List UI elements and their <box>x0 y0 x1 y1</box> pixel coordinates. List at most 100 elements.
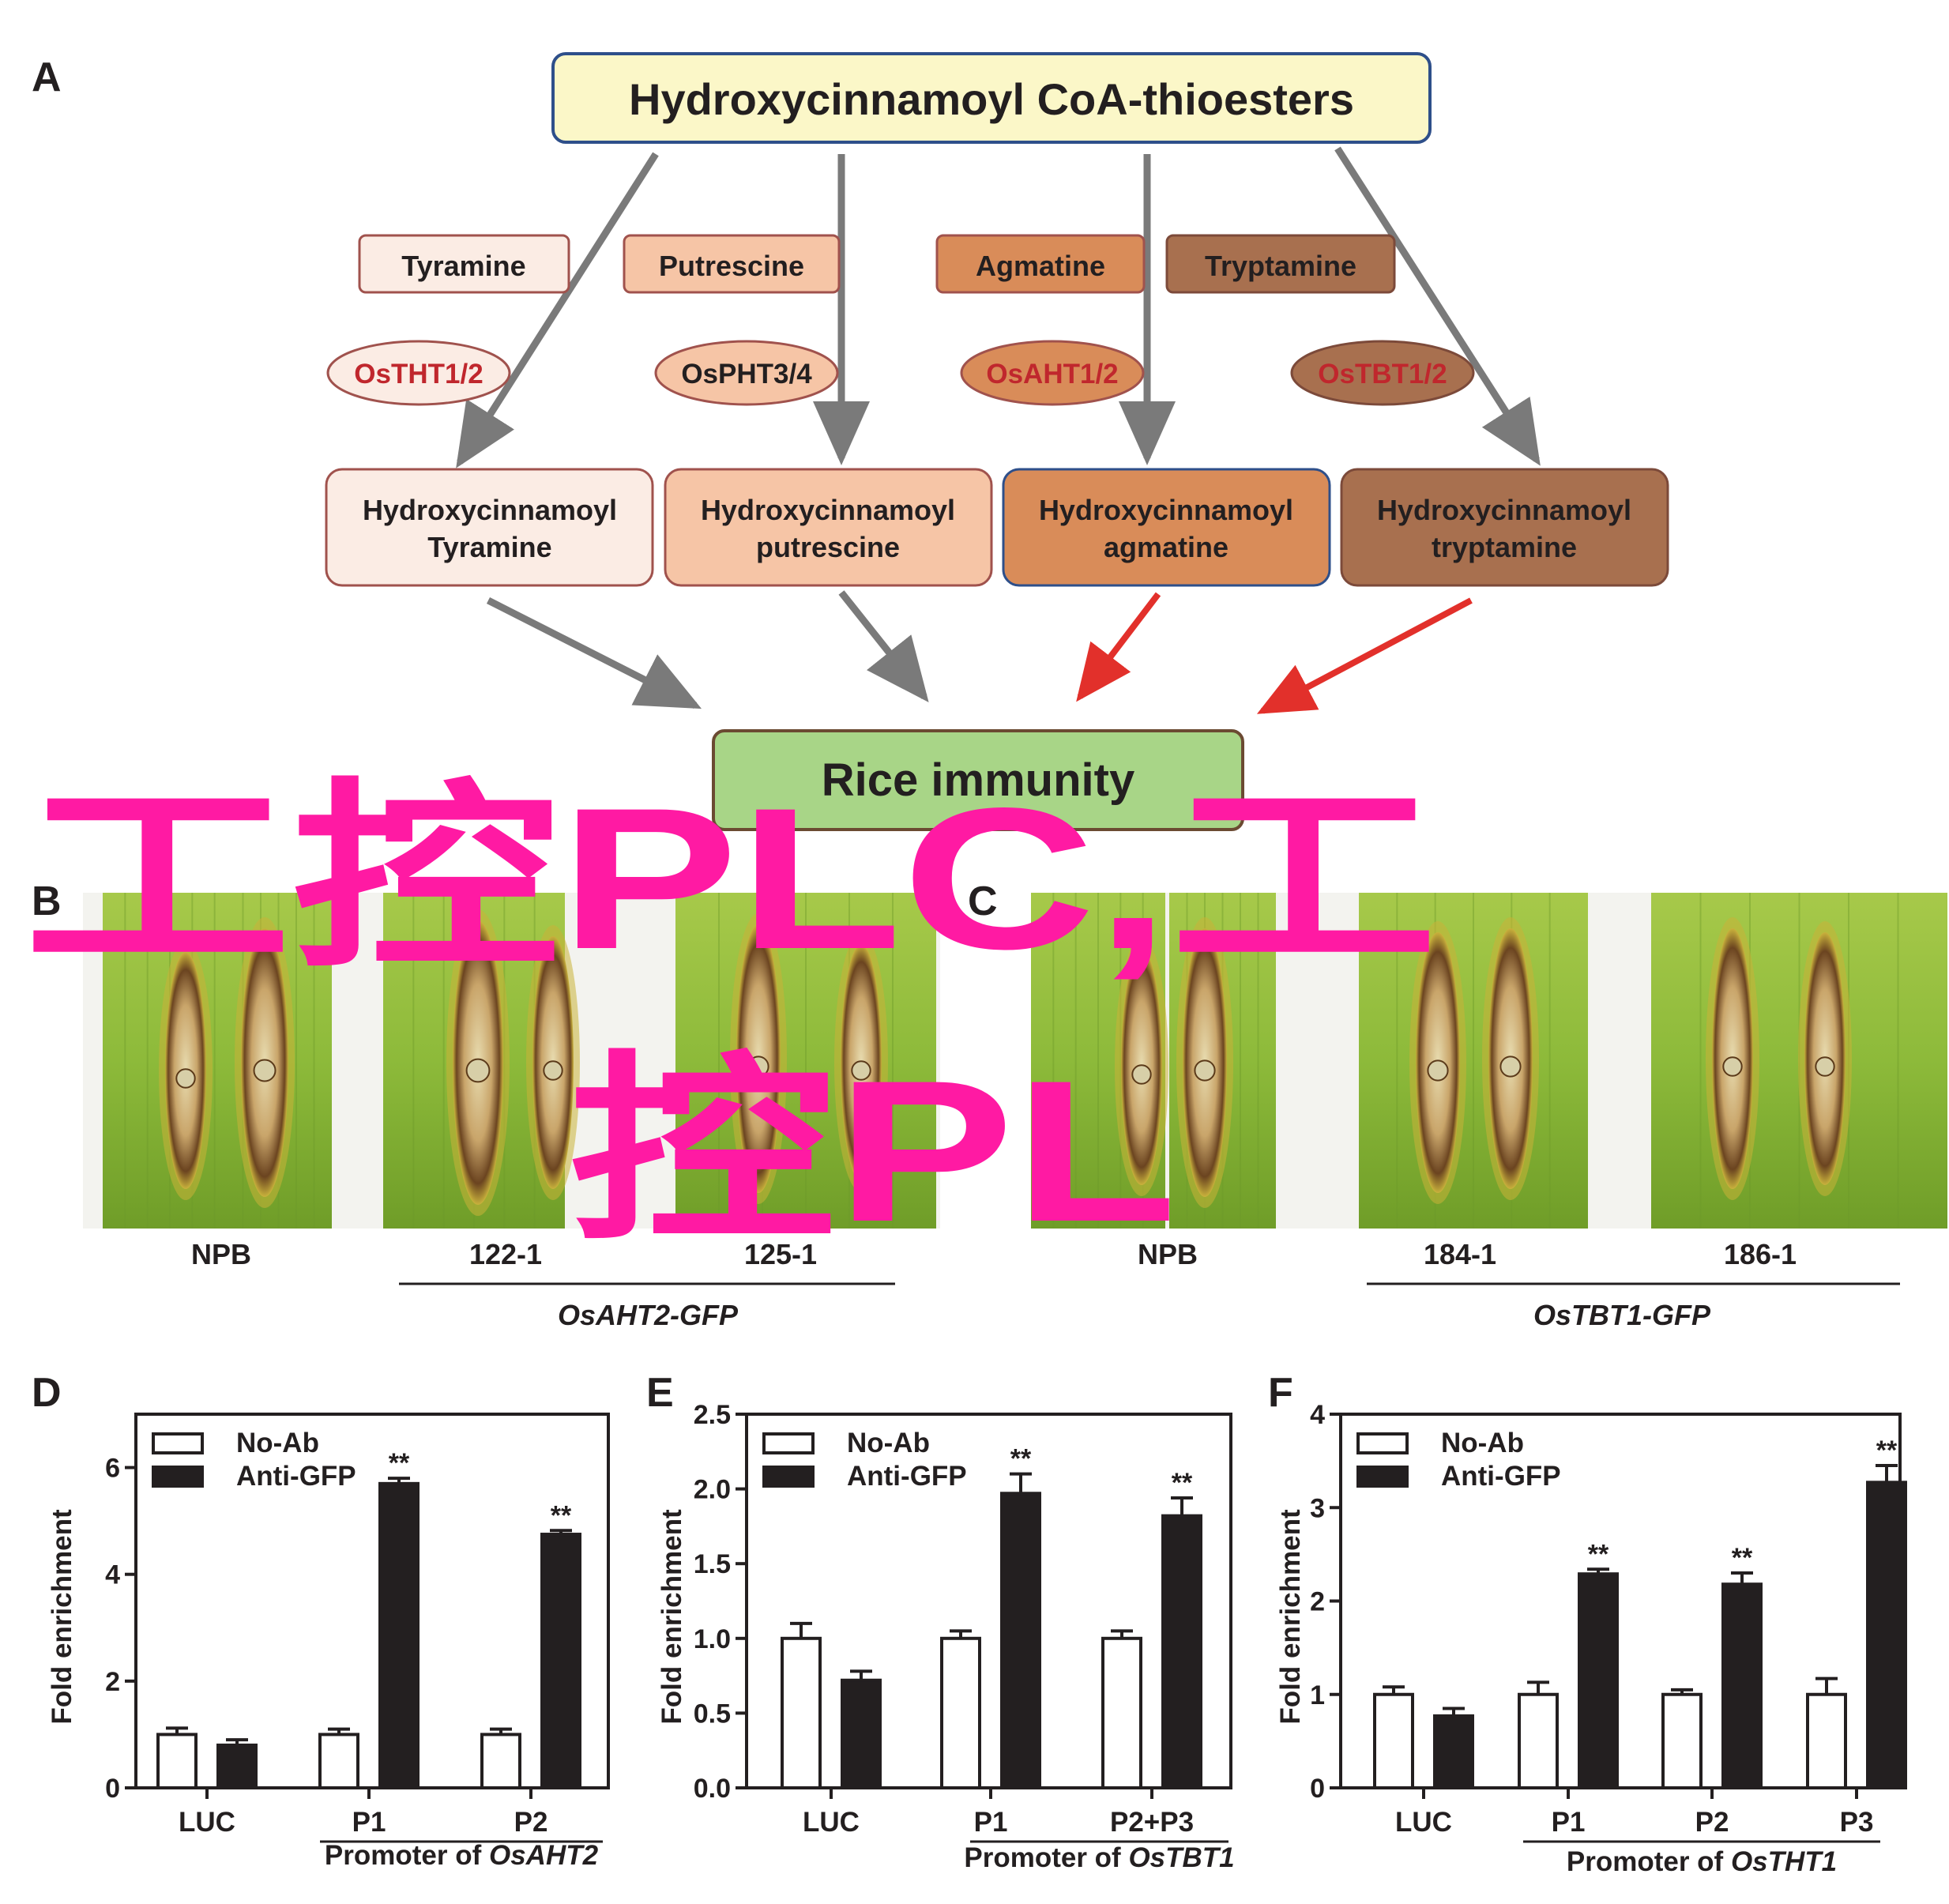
amine-agmatine: Agmatine <box>935 234 1146 294</box>
legend-label-noab: No-Ab <box>236 1428 319 1458</box>
panel-b: B NPB 122-1 125-1 OsAHT2-GFP <box>32 879 940 1331</box>
panel-letter: E <box>646 1370 674 1416</box>
significance-mark: ** <box>1876 1436 1898 1466</box>
svg-text:agmatine: agmatine <box>1104 531 1228 563</box>
bar-antigfp <box>1433 1714 1474 1790</box>
amine-tryptamine: Tryptamine <box>1165 234 1396 294</box>
x-tick-label: LUC <box>179 1807 235 1838</box>
y-tick-label: 2 <box>105 1667 120 1697</box>
panel-c: C NPB 184-1 186-1 OsTBT1-GFP <box>968 879 1947 1331</box>
leaf-strip <box>675 893 936 1229</box>
svg-text:Tyramine: Tyramine <box>427 531 551 563</box>
svg-text:Tyramine: Tyramine <box>401 250 525 282</box>
y-tick-label: 2.5 <box>694 1400 731 1430</box>
lesion-spot <box>465 1058 491 1083</box>
panel-letter-a: A <box>32 55 62 100</box>
group-label-c: OsTBT1-GFP <box>1533 1299 1711 1331</box>
panel-letter-c: C <box>968 879 998 924</box>
y-tick-label: 1 <box>1310 1680 1325 1710</box>
y-tick-label: 6 <box>105 1454 120 1484</box>
bar-noab <box>940 1636 981 1790</box>
arrow-to-tyramine <box>456 152 659 468</box>
watermark-line-1: 工控PLC,工 <box>24 766 1438 992</box>
amine-putrescine: Putrescine <box>623 234 841 294</box>
svg-text:Hydroxycinnamoyl: Hydroxycinnamoyl <box>363 494 617 526</box>
y-tick-label: 1.5 <box>694 1549 731 1579</box>
svg-text:OsTBT1/2: OsTBT1/2 <box>1318 359 1447 389</box>
bar-noab <box>781 1636 822 1790</box>
x-tick-label: P2+P3 <box>1110 1807 1194 1838</box>
plot-frame <box>134 1413 610 1789</box>
x-tick-label: P2 <box>1695 1807 1729 1838</box>
watermark-line-2: 控PL <box>569 1039 1177 1264</box>
legend-label-antigfp: Anti-GFP <box>1441 1461 1561 1492</box>
legend-swatch-noab <box>1356 1432 1409 1454</box>
lesion-spot <box>1131 1064 1152 1085</box>
y-axis-label: Fold enrichment <box>657 1509 687 1725</box>
lesion-spot <box>543 1060 563 1081</box>
arrow-to-tryptamine <box>1334 146 1541 466</box>
y-tick-label: 1.0 <box>694 1624 731 1654</box>
svg-text:tryptamine: tryptamine <box>1432 531 1577 563</box>
bar-noab <box>1806 1692 1847 1789</box>
svg-text:OsAHT1/2: OsAHT1/2 <box>986 359 1118 389</box>
x-tick-label: P2 <box>514 1807 548 1838</box>
arrow-agmatine-to-immunity <box>1076 592 1161 702</box>
y-axis-label: Fold enrichment <box>47 1509 77 1725</box>
y-tick-label: 0.0 <box>694 1774 731 1804</box>
leaf-label-184-1: 184-1 <box>1424 1238 1496 1270</box>
svg-text:Putrescine: Putrescine <box>659 250 804 282</box>
lesion-spot <box>175 1068 196 1089</box>
panel-a: A Hydroxycinnamoyl CoA-thioesters Tyrami… <box>32 52 1669 831</box>
top-box <box>551 52 1432 144</box>
legend-swatch-antigfp <box>1356 1466 1409 1488</box>
y-tick-label: 2.0 <box>694 1475 731 1505</box>
legend-label-antigfp: Anti-GFP <box>236 1461 356 1492</box>
promoter-label: Promoter of OsTHT1 <box>1567 1846 1837 1877</box>
leaf-photos-b <box>83 893 940 1229</box>
bar-noab <box>1101 1636 1142 1790</box>
y-tick-label: 3 <box>1310 1493 1325 1523</box>
bar-antigfp <box>841 1678 882 1789</box>
bar-antigfp <box>1161 1514 1202 1789</box>
top-box-label: Hydroxycinnamoyl CoA-thioesters <box>629 74 1354 124</box>
significance-mark: ** <box>1172 1468 1193 1498</box>
significance-mark: ** <box>389 1448 410 1478</box>
group-label-b: OsAHT2-GFP <box>558 1299 739 1331</box>
bar-noab <box>1373 1692 1414 1789</box>
lesion-spot <box>1194 1059 1216 1082</box>
product-putrescine: Hydroxycinnamoyl putrescine <box>664 468 993 587</box>
bar-antigfp <box>1721 1582 1763 1789</box>
arrow-tryptamine-to-immunity <box>1256 597 1473 714</box>
lesion-spot <box>851 1060 871 1081</box>
panel-letter: D <box>32 1370 62 1416</box>
x-tick-label: LUC <box>1395 1807 1452 1838</box>
legend-label-noab: No-Ab <box>1441 1428 1524 1458</box>
svg-text:Hydroxycinnamoyl: Hydroxycinnamoyl <box>1039 494 1293 526</box>
lesion-spot <box>747 1055 769 1078</box>
x-tick-label: P1 <box>974 1807 1008 1838</box>
legend-swatch-antigfp <box>152 1466 204 1488</box>
enzyme-ostbt12: OsTBT1/2 <box>1290 340 1475 406</box>
y-tick-label: 4 <box>105 1560 120 1590</box>
bar-noab <box>1518 1692 1559 1789</box>
significance-mark: ** <box>551 1500 572 1530</box>
arrow-putrescine-to-immunity <box>838 590 929 703</box>
svg-text:Agmatine: Agmatine <box>976 250 1105 282</box>
panel-letter: F <box>1268 1370 1293 1416</box>
bar-antigfp <box>216 1743 258 1790</box>
plot-frame <box>745 1413 1232 1789</box>
legend-label-noab: No-Ab <box>847 1428 930 1458</box>
product-tryptamine: Hydroxycinnamoyl tryptamine <box>1340 468 1669 587</box>
bar-noab <box>156 1733 198 1789</box>
leaf-photos-c <box>1031 893 1947 1229</box>
leaf-label-npb-b: NPB <box>191 1238 251 1270</box>
lesion-spot <box>1815 1056 1835 1077</box>
legend-swatch-noab <box>152 1432 204 1454</box>
watermark: 工控PLC,工 控PL <box>24 766 1438 1264</box>
bar-antigfp <box>540 1533 581 1790</box>
legend-swatch-antigfp <box>762 1466 815 1488</box>
